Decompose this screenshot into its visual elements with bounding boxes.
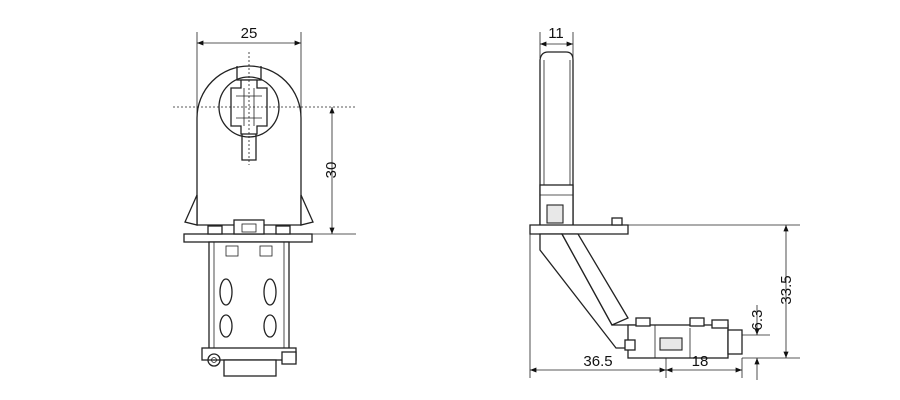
flange-clip: [611, 217, 623, 226]
center-boss: [233, 219, 265, 235]
wire-hole: [219, 278, 233, 306]
latch-window: [546, 204, 564, 224]
dim-label-side-height: 33.5: [778, 275, 795, 304]
wire-hole: [263, 314, 277, 338]
wire-hole: [219, 314, 233, 338]
dim-label-side-depth: 36.5: [583, 353, 612, 370]
foot-clip: [635, 317, 651, 327]
right-latch: [300, 194, 314, 226]
foot-end-tab: [727, 329, 743, 355]
dim-label-front-height: 30: [323, 162, 340, 179]
side-plate: [539, 51, 574, 226]
clip-right: [275, 225, 291, 235]
wire-hole: [263, 278, 277, 306]
side-tab: [281, 351, 297, 365]
dim-label-foot-height: 6.3: [749, 310, 766, 331]
base-flange: [183, 233, 313, 243]
clip-left: [207, 225, 223, 235]
foot-clip: [689, 317, 705, 327]
dim-label-front-width: 25: [241, 25, 258, 42]
terminal-body: [208, 241, 290, 351]
left-latch: [184, 194, 198, 226]
dim-label-side-thickness: 11: [548, 25, 564, 42]
bottom-block: [223, 359, 277, 377]
side-view: 11 33.5 6.3 36.5 18: [529, 25, 800, 380]
dim-label-foot-width: 18: [692, 353, 709, 370]
front-view: 25 30: [173, 25, 356, 377]
side-flange: [529, 224, 629, 235]
screw-icon: [207, 353, 221, 367]
